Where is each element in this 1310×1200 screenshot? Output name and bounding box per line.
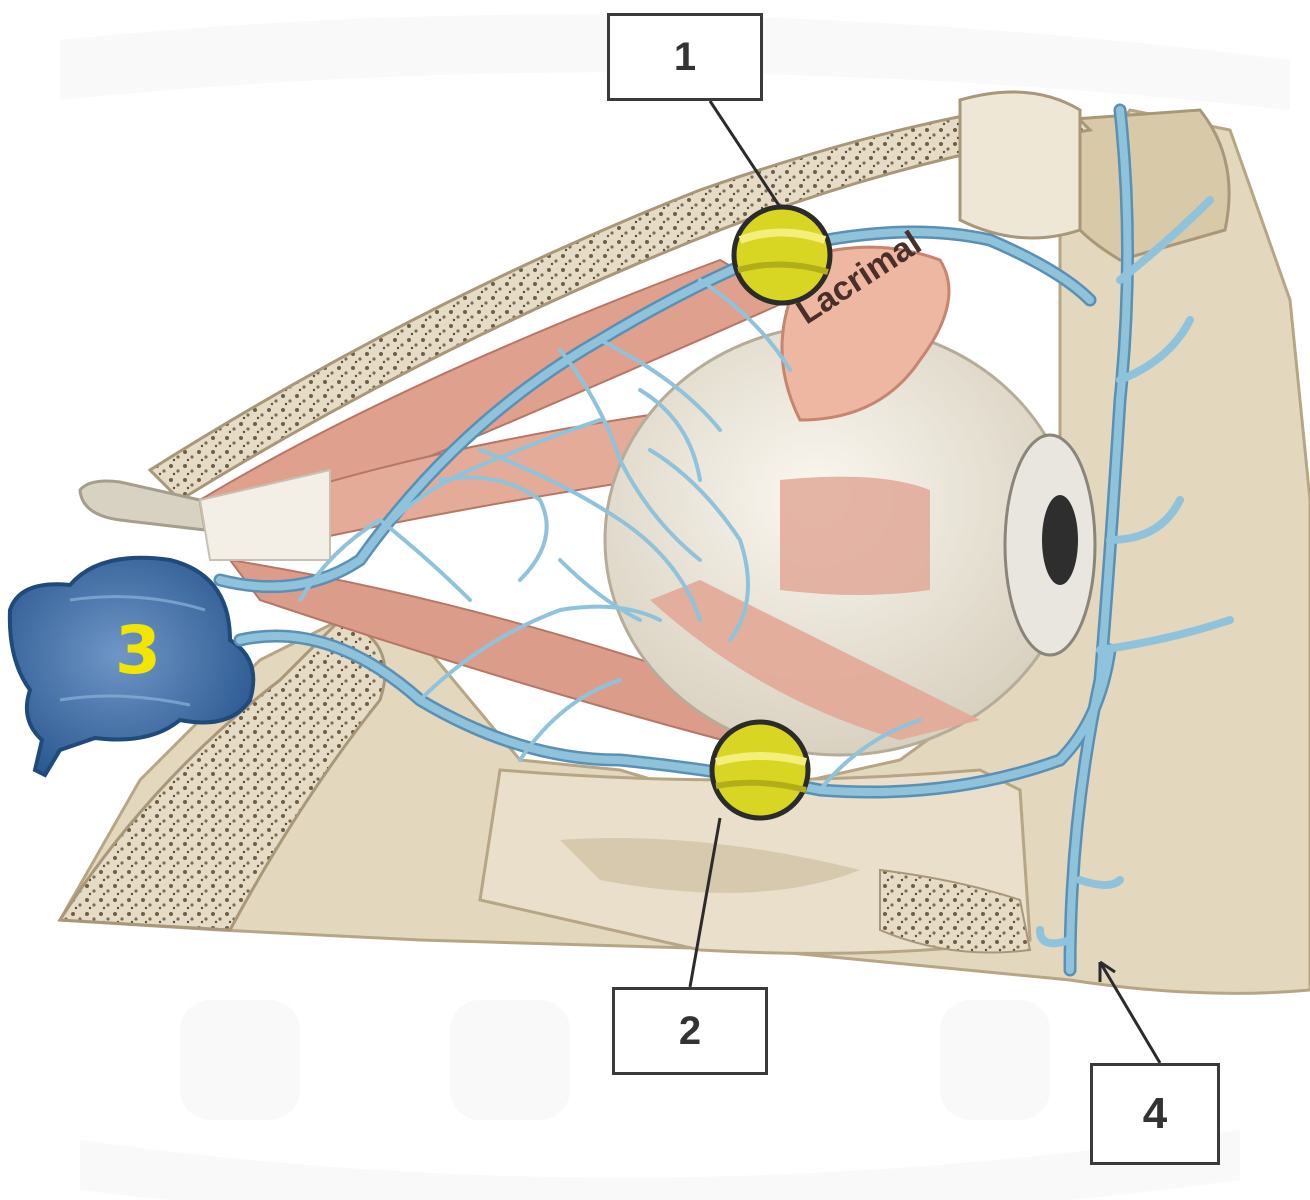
label-box-4: 4	[1090, 1063, 1220, 1165]
ophthalmic-veins	[213, 103, 1234, 977]
marker-circle-1	[731, 204, 833, 306]
pupil	[1042, 495, 1078, 585]
orbital-floor	[57, 618, 387, 932]
leader-line-1	[708, 100, 782, 208]
eyeball	[603, 323, 1097, 757]
leader-line-4	[1098, 961, 1162, 1064]
arrowhead-4	[1098, 960, 1116, 982]
leader-lines	[688, 100, 1162, 1064]
label-box-1: 1	[607, 13, 763, 101]
marker-circle-2	[709, 719, 811, 821]
cavernous-sinus	[7, 555, 256, 778]
sinus-number-label: 3	[115, 612, 161, 689]
leader-line-2	[688, 817, 722, 988]
label-box-2: 2	[612, 987, 768, 1075]
